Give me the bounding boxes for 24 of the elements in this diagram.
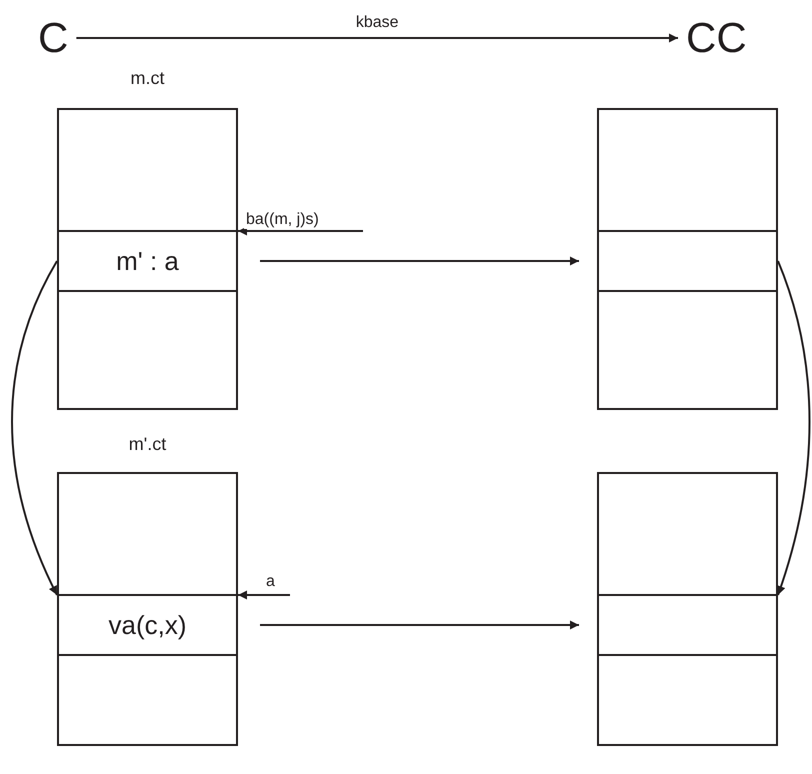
edge-label: ba((m, j)s) [244, 211, 321, 229]
arrow [260, 256, 579, 266]
arrow [76, 34, 678, 42]
memory-slot [597, 108, 778, 232]
curved-arrow [11, 260, 58, 596]
arrow [238, 226, 363, 236]
memory-slot [597, 594, 778, 656]
arrow [238, 590, 290, 600]
curved-arrow [776, 260, 810, 596]
memory-slot [597, 654, 778, 746]
memory-slot [57, 290, 238, 410]
memory-slot [597, 290, 778, 410]
table-heading: m'.ct [128, 433, 168, 456]
table-heading: m.ct [130, 67, 166, 90]
memory-slot: m' : a [57, 230, 238, 292]
memory-slot [57, 472, 238, 596]
memory-slot [597, 230, 778, 292]
set-symbol: CC [686, 14, 747, 62]
memory-slot [57, 654, 238, 746]
arrow [260, 620, 579, 630]
memory-slot [57, 108, 238, 232]
memory-slot [597, 472, 778, 596]
memory-slot: va(c,x) [57, 594, 238, 656]
set-symbol: C [38, 14, 68, 62]
